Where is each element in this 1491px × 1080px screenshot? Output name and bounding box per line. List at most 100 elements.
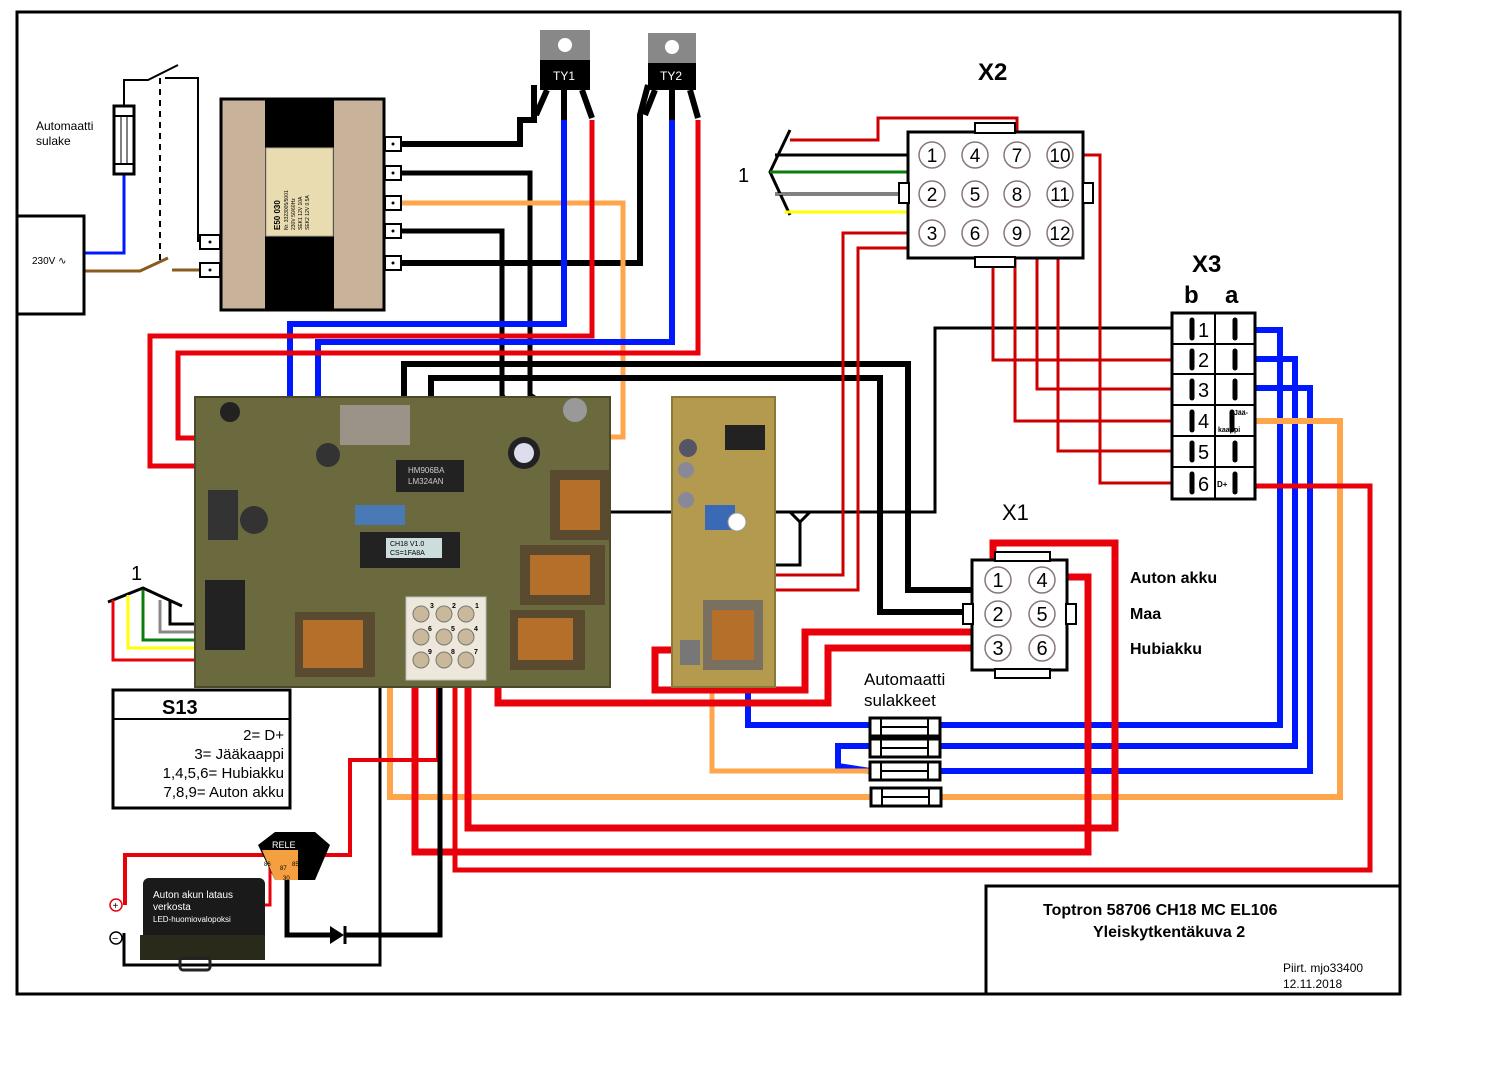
x2-pin-8: 8 xyxy=(1012,185,1023,206)
x2-wire-red-7 xyxy=(790,116,1019,143)
x3-row-4: 4 xyxy=(1198,411,1209,433)
charger-label: LED-huomiovalopoksi xyxy=(153,915,231,924)
transformer-nameplate xyxy=(265,147,334,237)
x3-row-6: 6 xyxy=(1198,474,1209,496)
x1-pin-4: 4 xyxy=(1036,570,1047,592)
plus-label: + xyxy=(113,901,119,912)
x3-row-5: 5 xyxy=(1198,442,1209,464)
coil-winding xyxy=(518,618,573,660)
wire-ground-return xyxy=(122,512,382,967)
relay-pin: 87 xyxy=(280,866,287,872)
drawing-title: Toptron 58706 CH18 MC EL106 xyxy=(1043,902,1278,919)
x2-pin-2: 2 xyxy=(927,185,938,206)
x1-wire-4 xyxy=(411,573,1092,856)
s13-pin-label: 2 xyxy=(452,603,456,610)
x1-title: X1 xyxy=(1002,500,1029,525)
terminal xyxy=(680,640,700,665)
s13-pin-label: 3 xyxy=(430,603,434,610)
relay-pin: 85 xyxy=(292,862,299,868)
wire-mains-brown xyxy=(83,256,200,273)
nameplate-line: E50 030 xyxy=(273,200,282,230)
capacitor-icon xyxy=(678,462,694,478)
coil-winding xyxy=(303,620,363,668)
x3-row-2: 2 xyxy=(1198,350,1209,372)
drawing-subtitle: Yleiskytkentäkuva 2 xyxy=(1093,924,1245,941)
x2-title: X2 xyxy=(978,59,1007,86)
breaker-label-1: Automaatti xyxy=(36,119,93,133)
transformer-terminals xyxy=(199,136,402,278)
ty2-label: TY2 xyxy=(660,69,682,83)
x3-row-3: 3 xyxy=(1198,380,1209,402)
x2-pin-9: 9 xyxy=(1012,224,1023,245)
x3-col-a: a xyxy=(1225,282,1239,309)
s13-legend-row: 3= Jääkaappi xyxy=(194,746,284,763)
s13-pin-label: 6 xyxy=(428,626,432,633)
minus-terminal-icon: − xyxy=(109,931,123,945)
x3-col-b: b xyxy=(1184,282,1199,309)
x2-pin-1: 1 xyxy=(927,146,938,167)
s13-legend-row: 2= D+ xyxy=(243,727,284,744)
mains-supply-box xyxy=(15,214,86,316)
pcb-component xyxy=(208,490,238,540)
capacitor-icon xyxy=(679,439,697,457)
s13-pin-label: 5 xyxy=(451,626,455,633)
x2-pin-3: 3 xyxy=(927,224,938,245)
charger-label: verkosta xyxy=(153,902,191,913)
capacitor-icon xyxy=(240,506,268,534)
minus-label: − xyxy=(112,933,118,945)
diode-icon xyxy=(330,926,347,944)
s13-pin-label: 7 xyxy=(474,649,478,656)
mains-supply-label: 230V ∿ xyxy=(32,256,67,267)
x2-wire-12-x3-b5 xyxy=(1056,245,1190,453)
title-block: Toptron 58706 CH18 MC EL106 Yleiskytkent… xyxy=(984,884,1402,996)
charger-led-box: Auton akun lataus verkosta LED-huomioval… xyxy=(140,878,265,972)
secondary-pcb xyxy=(671,396,776,688)
wire-relay-30 xyxy=(284,878,330,938)
capacitor-icon xyxy=(678,492,694,508)
harness-left-label: 1 xyxy=(131,563,142,585)
orange-fuse-link xyxy=(709,690,870,774)
capacitor-icon xyxy=(220,402,240,422)
drawing-frame xyxy=(15,10,1402,996)
wire-ty2-gate xyxy=(400,84,651,266)
mains-fuse-icon xyxy=(112,104,136,176)
x3-title: X3 xyxy=(1192,251,1221,278)
wire-ty2-red xyxy=(175,120,701,441)
connector-x1: X1 1 2 3 4 5 6 Auton akku Maa Hubiakku xyxy=(962,500,1217,679)
nameplate-line: SEK1 12V 10A xyxy=(298,196,304,230)
nameplate-line: SEK2 12V 0.5A xyxy=(305,195,311,230)
coil-winding xyxy=(712,610,754,660)
x1-label-maa: Maa xyxy=(1130,606,1161,623)
fuse-link-blue xyxy=(835,743,871,774)
pcb-component xyxy=(355,505,405,525)
ty1-label: TY1 xyxy=(553,69,575,83)
s13-legend-row: 1,4,5,6= Hubiakku xyxy=(163,765,284,782)
thyristor-ty2: TY2 xyxy=(642,33,701,120)
breaker-label-2: sulake xyxy=(36,134,71,148)
s13-connector: 3 2 1 6 5 4 9 8 7 xyxy=(405,596,487,681)
drawing-date: 12.11.2018 xyxy=(1283,977,1342,991)
capacitor-icon xyxy=(563,398,587,422)
fuses-label: sulakkeet xyxy=(864,691,936,710)
s13-legend: S13 2= D+ 3= Jääkaappi 1,4,5,6= Hubiakku… xyxy=(111,688,292,810)
x2-wire-9-x3-b4 xyxy=(1013,245,1190,423)
x2-pin-10: 10 xyxy=(1049,146,1070,167)
coil-winding xyxy=(560,480,600,530)
s13-pin-label: 8 xyxy=(451,649,455,656)
plus-terminal-icon: + xyxy=(109,898,123,912)
fuses-label: Automaatti xyxy=(864,670,945,689)
harness-connector xyxy=(205,580,245,650)
x2-pin-7: 7 xyxy=(1012,146,1023,167)
fuse-icon xyxy=(868,716,943,808)
transformer: E50 030 Nr. 3323005/5001 230V 50/60Hz SE… xyxy=(199,97,402,312)
drawing-author: Piirt. mjo33400 xyxy=(1283,961,1363,975)
wire-ty1-red xyxy=(147,120,595,469)
led-icon xyxy=(727,512,747,532)
coil-winding xyxy=(530,555,590,595)
x2-harness-label: 1 xyxy=(738,165,749,187)
x1-label-hubiakku: Hubiakku xyxy=(1130,641,1202,658)
x2-wire-10-x3-b6 xyxy=(1075,153,1190,485)
wire-breaker-top xyxy=(123,64,207,242)
ic-label: HM906BA xyxy=(408,466,445,475)
